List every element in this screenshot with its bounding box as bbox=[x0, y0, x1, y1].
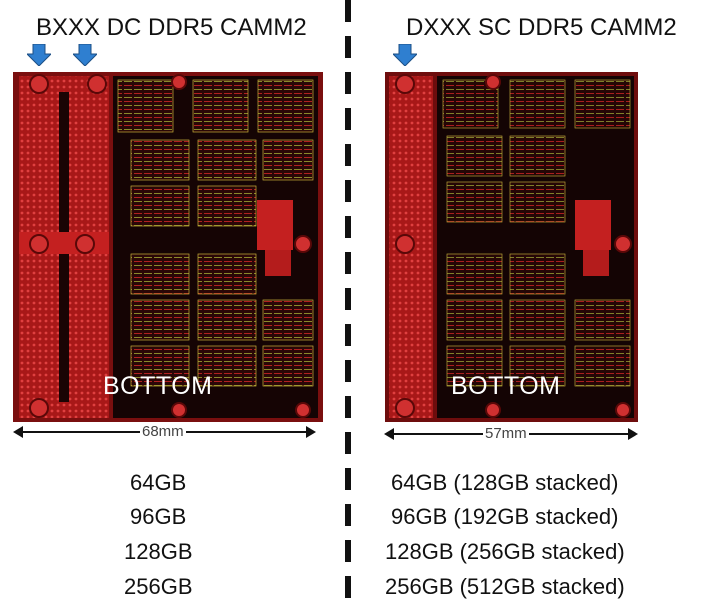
left-pcb-layout bbox=[13, 72, 323, 422]
right-capacity-item: 64GB (128GB stacked) bbox=[391, 470, 619, 495]
left-board-bottom-label: BOTTOM bbox=[103, 372, 213, 400]
left-dimension-arrow-right-icon bbox=[306, 426, 316, 438]
right-dimension-arrow-left-icon bbox=[384, 428, 394, 440]
right-module-title: DXXX SC DDR5 CAMM2 bbox=[406, 14, 677, 41]
pin-marker-arrow-icon bbox=[73, 44, 97, 66]
right-capacity-item: 128GB (256GB stacked) bbox=[385, 539, 625, 564]
right-width-label: 57mm bbox=[483, 425, 529, 442]
pin-marker-arrow-icon bbox=[27, 44, 51, 66]
right-capacity-item: 96GB (192GB stacked) bbox=[391, 504, 619, 529]
left-module-title: BXXX DC DDR5 CAMM2 bbox=[36, 14, 307, 41]
left-capacity-item: 96GB bbox=[130, 504, 187, 529]
right-capacity-item: 256GB (512GB stacked) bbox=[385, 574, 625, 599]
left-width-label: 68mm bbox=[140, 423, 186, 440]
right-pcb-layout bbox=[385, 72, 638, 422]
dashed-divider bbox=[345, 0, 351, 610]
left-capacity-item: 256GB bbox=[124, 574, 193, 599]
left-capacity-item: 128GB bbox=[124, 539, 193, 564]
right-camm2-board-image: BOTTOM bbox=[385, 72, 638, 422]
right-dimension-arrow-right-icon bbox=[628, 428, 638, 440]
pin-marker-arrow-icon bbox=[393, 44, 417, 66]
left-capacity-item: 64GB bbox=[130, 470, 187, 495]
left-dimension-arrow-left-icon bbox=[13, 426, 23, 438]
left-camm2-board-image: BOTTOM bbox=[13, 72, 323, 422]
right-board-bottom-label: BOTTOM bbox=[451, 372, 561, 400]
